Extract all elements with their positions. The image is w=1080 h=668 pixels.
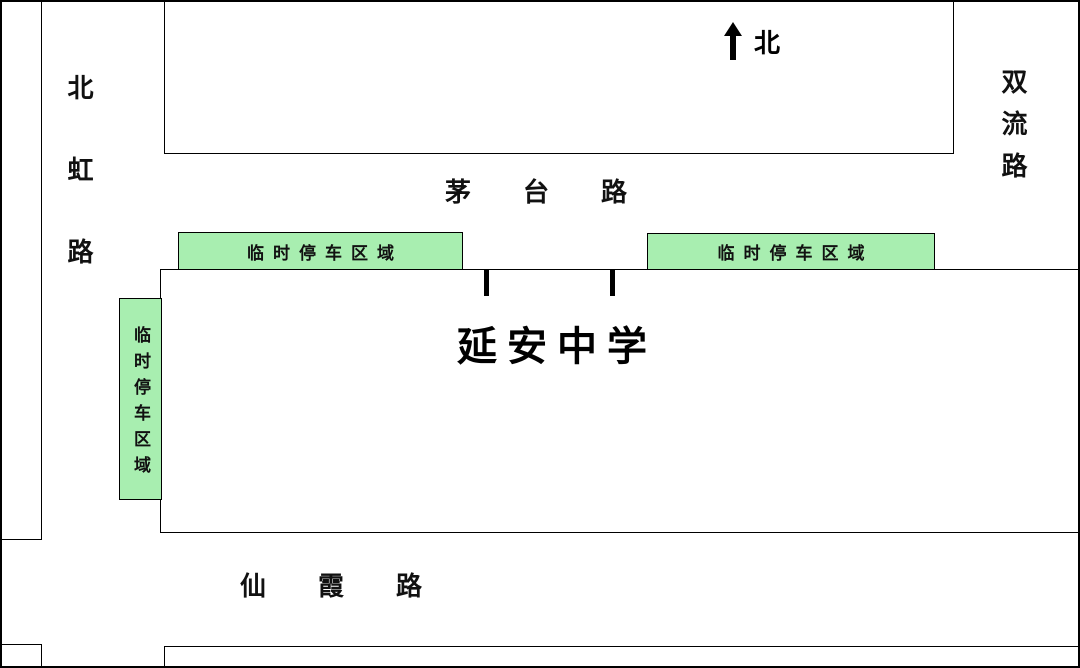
gate-post-left (484, 270, 489, 296)
north-indicator: 北 (724, 22, 780, 60)
school-name: 延安中学 (457, 323, 657, 370)
north-label: 北 (754, 28, 781, 59)
road-label-maotai: 茅台路 (445, 178, 680, 208)
gate-post-right (610, 270, 615, 296)
block-west-edge (2, 2, 42, 540)
north-arrow-icon (724, 22, 742, 60)
block-south (164, 646, 1078, 666)
road-label-shuangliu: 双流路 (997, 68, 1027, 194)
block-southwest-corner (2, 644, 42, 666)
road-label-beihong: 北虹路 (63, 74, 93, 320)
parking-zone-left: 临时停车区域 (119, 298, 162, 500)
road-label-xianxia: 仙霞路 (240, 572, 475, 602)
block-north (164, 2, 954, 154)
parking-zone-top-left: 临时停车区域 (178, 232, 463, 270)
campus-block (160, 269, 1078, 533)
parking-zone-top-right: 临时停车区域 (647, 233, 935, 270)
